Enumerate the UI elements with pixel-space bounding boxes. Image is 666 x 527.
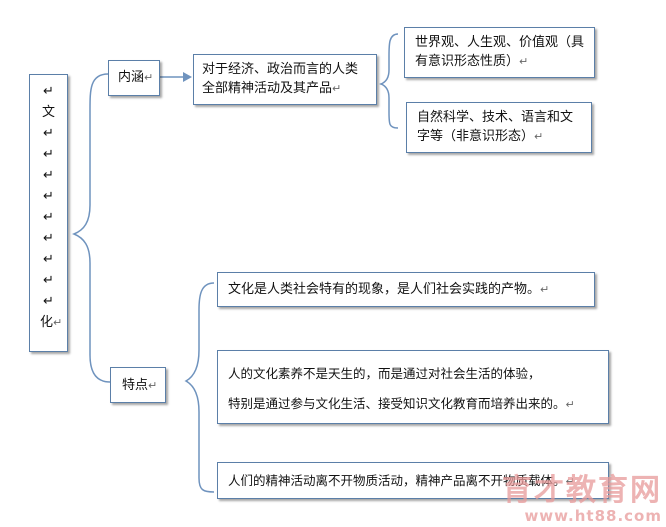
features-bracket xyxy=(184,282,215,493)
root-char: ↵ xyxy=(43,168,54,183)
root-char: ↵ xyxy=(43,273,54,288)
connotation-definition-node: 对于经济、政治而言的人类 全部精神活动及其产品↵ xyxy=(193,54,377,105)
subitem-line1: 世界观、人生观、价值观（具 xyxy=(415,35,585,50)
root-char: ↵ xyxy=(43,126,54,141)
feature-text: 人们的精神活动离不开物质活动，精神产品离不开物质载体。 xyxy=(228,473,566,488)
connotation-bracket xyxy=(378,33,399,129)
feature-node-2: 人的文化素养不是天生的，而是通过对社会生活的体验， 特别是通过参与文化生活、接受… xyxy=(217,350,609,424)
connotation-definition-line2: 全部精神活动及其产品 xyxy=(202,81,333,96)
feature-text-line1: 人的文化素养不是天生的，而是通过对社会生活的体验， xyxy=(228,366,541,381)
subitem-line2: 有意识形态性质） xyxy=(415,54,520,69)
root-bracket xyxy=(71,73,111,383)
root-char: ↵ xyxy=(43,294,54,309)
subitem-line2: 字等（非意识形态） xyxy=(417,129,535,144)
root-char: ↵ xyxy=(43,231,54,246)
connotation-subitem-worldview: 世界观、人生观、价值观（具 有意识形态性质）↵ xyxy=(404,27,595,78)
branch-node-features: 特点↵ xyxy=(110,367,166,403)
connotation-arrow-head xyxy=(183,72,192,82)
feature-node-1: 文化是人类社会特有的现象，是人们社会实践的产物。↵ xyxy=(217,272,595,307)
watermark-chinese: 育才教育网 xyxy=(502,473,662,508)
root-char: 文 xyxy=(41,105,55,120)
root-node-culture: ↵ 文 ↵ ↵ ↵ ↵ ↵ ↵ ↵ ↵ ↵ 化↵ xyxy=(29,74,68,352)
watermark-url: www.ht88.com xyxy=(524,507,662,525)
branch-label-features: 特点 xyxy=(122,378,149,393)
feature-text: 文化是人类社会特有的现象，是人们社会实践的产物。 xyxy=(228,282,541,297)
branch-label-connotation: 内涵 xyxy=(118,70,145,85)
root-char: ↵ xyxy=(43,189,54,204)
connotation-subitem-science: 自然科学、技术、语言和文 字等（非意识形态）↵ xyxy=(406,102,592,153)
root-char: ↵ xyxy=(43,210,54,225)
feature-node-3: 人们的精神活动离不开物质活动，精神产品离不开物质载体。↵ xyxy=(217,462,609,499)
root-char: ↵ xyxy=(43,147,54,162)
feature-text-line2: 特别是通过参与文化生活、接受知识文化教育而培养出来的。 xyxy=(228,396,566,411)
root-char: ↵ xyxy=(43,252,54,267)
root-char: ↵ xyxy=(43,84,54,99)
site-watermark: 育才教育网 www.ht88.com xyxy=(502,473,662,526)
root-char: 化↵ xyxy=(40,315,63,330)
branch-node-connotation: 内涵↵ xyxy=(108,60,160,96)
connotation-definition-line1: 对于经济、政治而言的人类 xyxy=(202,62,359,77)
subitem-line1: 自然科学、技术、语言和文 xyxy=(417,110,574,125)
